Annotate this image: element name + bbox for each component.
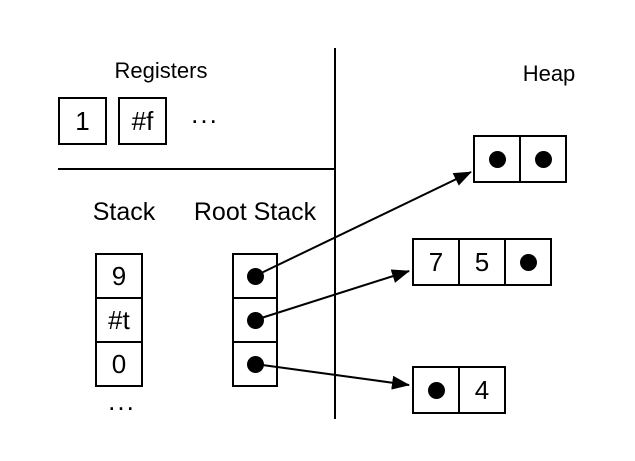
register-value-1: 1 [75,105,90,136]
stack-value-1: 9 [111,260,127,291]
pointer-dot [246,355,264,373]
heap-title: Heap [522,61,576,86]
stack-title: Stack [92,198,156,226]
root-stack-title: Root Stack [193,198,317,226]
heap-pair-bottom-cell-2: 4 [458,366,506,414]
heap-object-pair-bottom: 4 [412,366,506,414]
registers-title: Registers [114,58,208,83]
heap-pair-bottom-cell-1 [412,366,460,414]
heap-pair-top-cell-2 [519,135,567,183]
pointer-dot [534,150,552,168]
horizontal-divider [58,168,336,170]
heap-triple-cell-2: 5 [458,238,506,286]
arrow-root2-to-heap2 [254,269,410,321]
register-box-2: #f [118,97,167,145]
pointer-dot [427,381,445,399]
heap-triple-value-2: 5 [474,246,490,277]
stack-value-2: #t [108,304,130,335]
stack-cell-1: 9 [95,253,143,299]
registers-ellipsis: ... [191,99,219,129]
stack-value-3: 0 [111,348,127,379]
heap-pair-top-cell-1 [473,135,521,183]
register-box-1: 1 [58,97,107,145]
vertical-divider [334,48,336,419]
root-stack-slot-2 [232,297,278,343]
pointer-dot [246,267,264,285]
root-stack-column [232,253,278,387]
register-value-2: #f [131,105,154,136]
root-stack-slot-3 [232,341,278,387]
stack-cell-3: 0 [95,341,143,387]
stack-ellipsis: ... [108,386,136,416]
heap-pair-bottom-value-2: 4 [474,374,490,405]
arrow-root3-to-heap3 [254,363,410,390]
heap-triple-cell-3 [504,238,552,286]
pointer-dot [246,311,264,329]
heap-triple-cell-1: 7 [412,238,460,286]
pointer-dot [519,253,537,271]
stack-column: 9 #t 0 [95,253,143,387]
root-stack-slot-1 [232,253,278,299]
stack-cell-2: #t [95,297,143,343]
pointer-dot [488,150,506,168]
heap-triple-value-1: 7 [428,246,444,277]
heap-object-pair-top [473,135,567,183]
heap-object-triple: 7 5 [412,238,552,286]
